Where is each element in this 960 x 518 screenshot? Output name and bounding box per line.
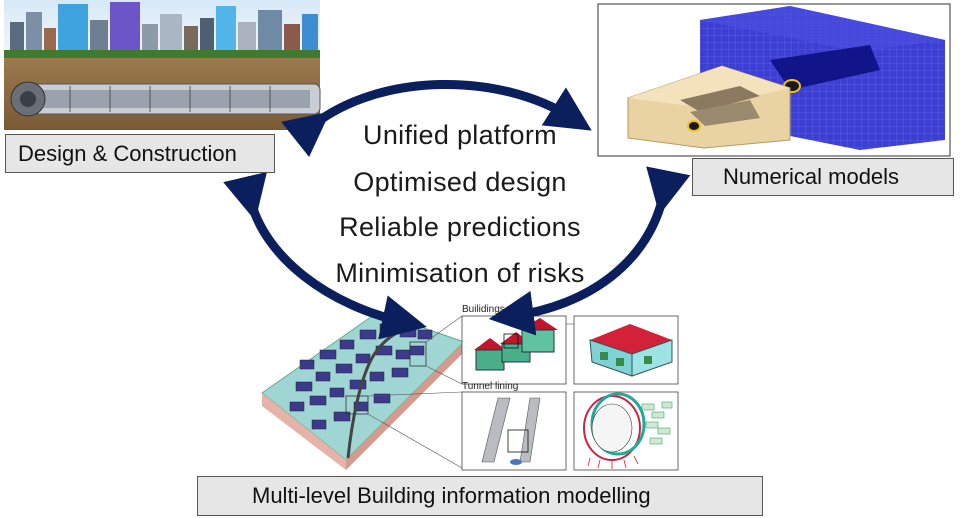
- benefit-reliable-predictions: Reliable predictions: [339, 212, 581, 242]
- benefit-minimisation-of-risks: Minimisation of risks: [335, 258, 585, 288]
- design-construction-label: Design & Construction: [5, 134, 275, 173]
- tunnel-lining-caption: Tunnel lining: [462, 381, 519, 392]
- numerical-models-label: Numerical models: [692, 158, 954, 196]
- arrow-design-numerical: [281, 80, 592, 158]
- benefit-optimised-design: Optimised design: [353, 167, 567, 197]
- buildings-caption: Builidings: [462, 304, 505, 315]
- benefit-unified-platform: Unified platform: [363, 120, 557, 150]
- arrow-design-bim: [223, 171, 427, 340]
- arrow-numerical-bim: [488, 166, 691, 336]
- bim-label: Multi-level Building information modelli…: [197, 476, 763, 516]
